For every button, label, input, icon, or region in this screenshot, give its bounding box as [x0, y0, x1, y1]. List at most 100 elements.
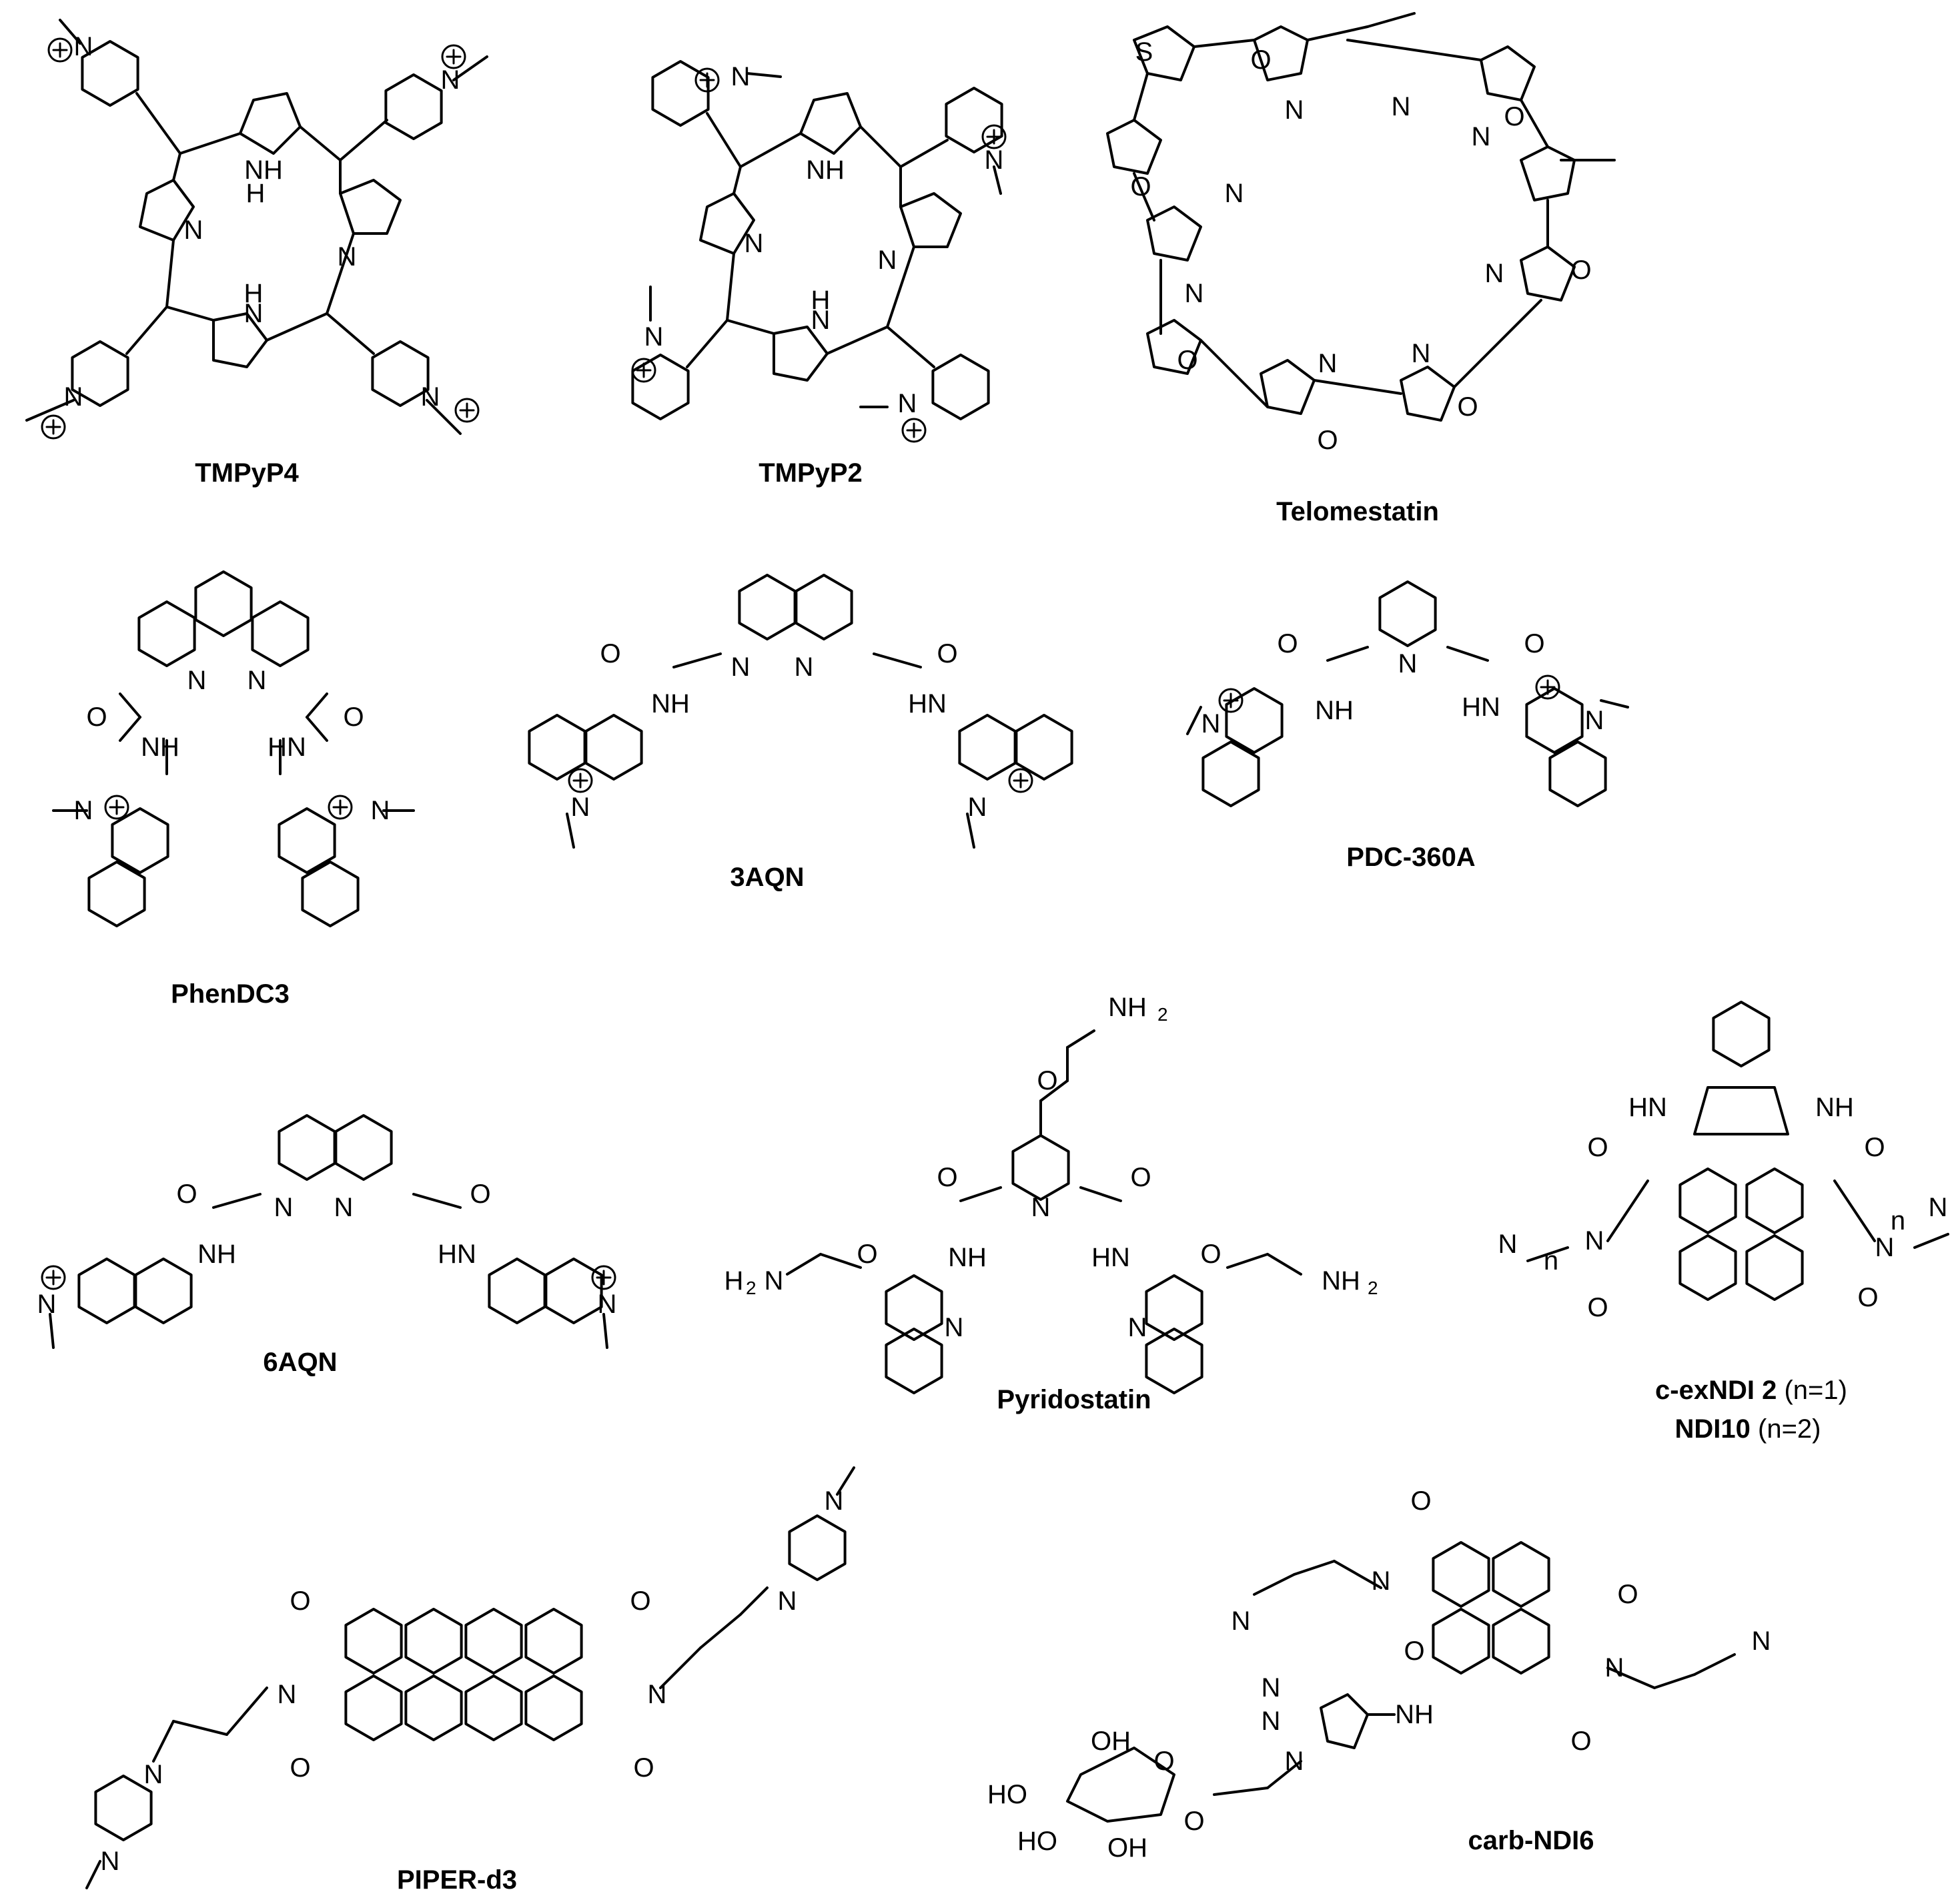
svg-text:O: O — [290, 1753, 310, 1783]
svg-text:N: N — [1412, 339, 1431, 368]
svg-text:N: N — [187, 666, 207, 695]
svg-text:N: N — [1285, 95, 1304, 125]
svg-text:N: N — [184, 215, 203, 245]
label-tmpyp4: TMPyP4 — [195, 458, 299, 488]
structure-phendc3: N N O O NH HN N N — [52, 570, 415, 927]
svg-text:N: N — [64, 382, 83, 412]
svg-text:H: H — [246, 179, 266, 208]
svg-text:N: N — [795, 652, 814, 682]
svg-text:N: N — [968, 793, 987, 822]
svg-text:O: O — [1277, 629, 1298, 658]
structure-tmpyp4: NH H N N H N N N N N — [25, 19, 488, 440]
svg-text:O: O — [343, 702, 364, 732]
svg-text:N: N — [1472, 122, 1491, 151]
svg-text:N: N — [37, 1290, 57, 1319]
svg-text:NH: NH — [806, 155, 845, 185]
label-telomestatin: Telomestatin — [1276, 497, 1439, 526]
svg-text:O: O — [1570, 256, 1591, 285]
svg-text:N: N — [371, 796, 390, 825]
svg-text:N: N — [985, 145, 1004, 175]
svg-text:N: N — [101, 1847, 120, 1876]
svg-text:N: N — [74, 32, 93, 61]
structure-carb-ndi6: O N O O N O N N NH N N N OH HO HO OH O O — [987, 1486, 1771, 1863]
svg-text:N: N — [1225, 179, 1244, 208]
structure-piper-d3: O N O O N O N N N N — [85, 1466, 855, 1889]
svg-text:n: n — [1891, 1206, 1905, 1236]
structure-telomestatin: S N O N N O N O N O N O N O N O — [1106, 12, 1616, 455]
svg-text:N: N — [1929, 1193, 1948, 1222]
svg-text:HN: HN — [908, 689, 947, 719]
svg-text:O: O — [1857, 1283, 1878, 1312]
svg-text:N: N — [1752, 1626, 1771, 1656]
svg-text:N: N — [1318, 349, 1338, 378]
svg-text:N: N — [244, 299, 264, 328]
svg-text:N: N — [248, 666, 267, 695]
label-pdc-360a: PDC-360A — [1346, 843, 1476, 872]
svg-text:NH: NH — [1108, 993, 1147, 1022]
svg-text:N: N — [1398, 649, 1418, 678]
svg-text:N: N — [598, 1290, 617, 1319]
svg-text:O: O — [630, 1586, 650, 1616]
svg-text:O: O — [1404, 1636, 1424, 1666]
svg-text:N: N — [878, 246, 897, 275]
svg-text:OH: OH — [1107, 1833, 1147, 1863]
svg-text:O: O — [1617, 1580, 1638, 1609]
svg-text:O: O — [1153, 1747, 1174, 1776]
svg-text:N: N — [825, 1486, 844, 1516]
label-3aqn: 3AQN — [730, 863, 805, 892]
svg-text:NH: NH — [1815, 1093, 1854, 1122]
structure-tmpyp2: NH N N H N N N N N — [631, 60, 1007, 443]
svg-text:O: O — [1177, 346, 1197, 375]
svg-text:O: O — [1570, 1727, 1591, 1756]
svg-text:O: O — [937, 639, 957, 668]
svg-text:O: O — [1410, 1486, 1431, 1516]
svg-text:N: N — [144, 1760, 163, 1789]
svg-text:N: N — [1585, 1226, 1604, 1256]
svg-text:O: O — [1250, 45, 1271, 75]
svg-text:N: N — [898, 389, 917, 418]
svg-text:O: O — [1587, 1293, 1608, 1322]
svg-text:NH: NH — [651, 689, 690, 719]
svg-text:N: N — [1875, 1233, 1895, 1262]
svg-text:O: O — [1524, 629, 1544, 658]
svg-text:N: N — [1605, 1653, 1624, 1683]
svg-text:O: O — [937, 1163, 957, 1192]
svg-text:N: N — [278, 1680, 297, 1709]
svg-text:2: 2 — [1157, 1004, 1168, 1025]
svg-text:N: N — [745, 229, 764, 258]
svg-text:N: N — [1262, 1673, 1281, 1703]
svg-text:O: O — [1200, 1240, 1221, 1269]
svg-text:N: N — [571, 793, 590, 822]
label-piper-d3: PIPER-d3 — [396, 1865, 518, 1895]
svg-text:O: O — [1457, 392, 1478, 422]
svg-text:HO: HO — [1017, 1827, 1057, 1856]
svg-text:N: N — [1128, 1313, 1147, 1342]
svg-text:N: N — [1201, 709, 1221, 739]
structure-pdc-360a: N O O NH HN N N — [1186, 580, 1629, 807]
svg-text:N: N — [1585, 706, 1604, 735]
label-carb-ndi6: carb-NDI6 — [1468, 1826, 1594, 1855]
svg-text:HO: HO — [987, 1780, 1027, 1809]
svg-text:HN: HN — [268, 733, 306, 762]
svg-text:N: N — [731, 62, 751, 91]
svg-text:N: N — [334, 1193, 354, 1222]
svg-text:NH: NH — [948, 1243, 987, 1272]
svg-text:O: O — [633, 1753, 654, 1783]
svg-text:H: H — [244, 279, 264, 308]
structure-c-exndi-2: HN NH O O N N O O N N n n — [1498, 1001, 1949, 1322]
svg-text:NH: NH — [197, 1240, 236, 1269]
svg-text:N: N — [1498, 1230, 1518, 1259]
svg-text:OH: OH — [1091, 1727, 1131, 1756]
label-phendc3: PhenDC3 — [171, 979, 290, 1009]
svg-text:N: N — [74, 796, 93, 825]
svg-text:HN: HN — [1091, 1243, 1130, 1272]
svg-text:N: N — [1485, 259, 1504, 288]
svg-text:N: N — [1262, 1707, 1281, 1736]
svg-text:O: O — [1587, 1133, 1608, 1162]
svg-text:N: N — [1232, 1606, 1251, 1636]
svg-text:H: H — [724, 1266, 744, 1296]
svg-text:N: N — [778, 1586, 797, 1616]
label-pyridostatin: Pyridostatin — [997, 1385, 1151, 1414]
